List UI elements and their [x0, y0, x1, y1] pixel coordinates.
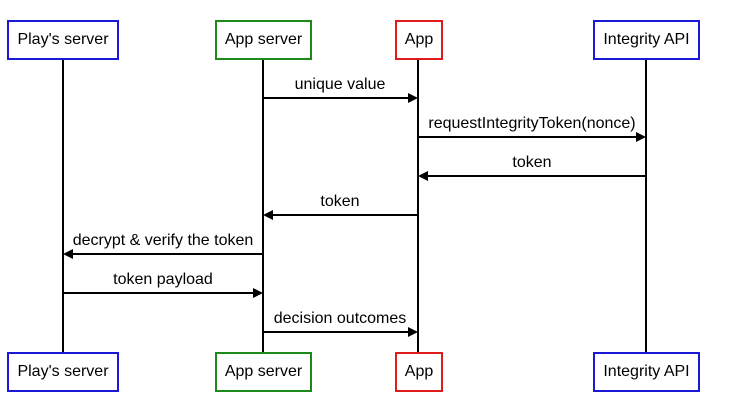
- participant-play-top: Play's server: [7, 20, 119, 60]
- message-arrowhead-7: [408, 327, 418, 337]
- message-label-unique-value: unique value: [294, 76, 386, 93]
- message-label-decision-outcomes: decision outcomes: [273, 310, 407, 327]
- participant-appserver-top: App server: [215, 20, 312, 60]
- participant-api-bottom: Integrity API: [593, 352, 700, 392]
- message-label-token-payload: token payload: [113, 271, 213, 288]
- message-label-token-to-server: token: [320, 193, 360, 210]
- participant-app-top: App: [395, 20, 443, 60]
- participant-app-bottom: App: [395, 352, 443, 392]
- participant-api-top: Integrity API: [593, 20, 700, 60]
- participant-play-bottom: Play's server: [7, 352, 119, 392]
- lifeline-play: [62, 59, 64, 353]
- message-arrowhead-3: [418, 171, 428, 181]
- message-label-request-token: requestIntegrityToken(nonce): [428, 115, 636, 132]
- message-arrowhead-6: [253, 288, 263, 298]
- lifeline-app: [417, 59, 419, 353]
- message-label-decrypt-verify: decrypt & verify the token: [72, 232, 254, 249]
- lifeline-api: [645, 59, 647, 353]
- message-label-token-from-api: token: [512, 154, 552, 171]
- message-arrowhead-2: [636, 132, 646, 142]
- lifeline-appserver: [262, 59, 264, 353]
- participant-appserver-bottom: App server: [215, 352, 312, 392]
- message-arrowhead-4: [263, 210, 273, 220]
- message-arrowhead-1: [408, 93, 418, 103]
- message-arrowhead-5: [63, 249, 73, 259]
